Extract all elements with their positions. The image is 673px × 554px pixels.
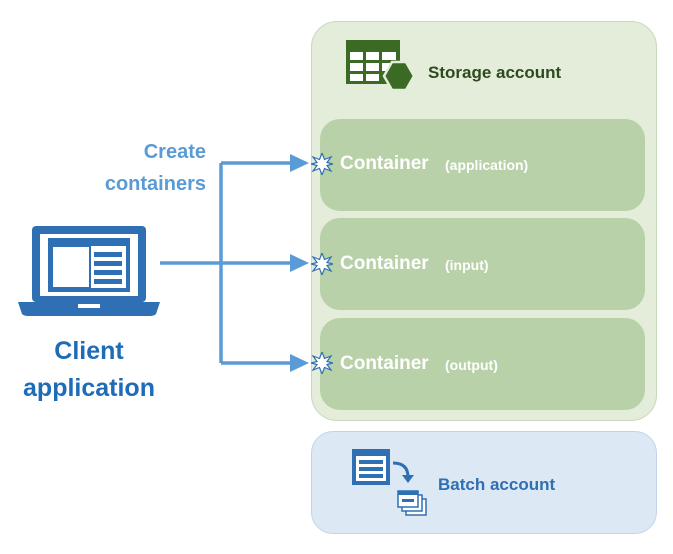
batch-account-title: Batch account [438,475,556,494]
storage-account-icon [346,40,416,92]
container-sublabel: (output) [445,357,498,373]
new-container-burst-icon [311,153,333,175]
batch-account-icon [352,449,427,516]
create-label-line2: containers [104,173,206,195]
new-container-burst-icon [311,253,333,275]
container-label: Container [340,253,429,274]
container-input[interactable] [320,218,645,310]
laptop-icon [18,226,160,316]
container-label: Container [340,153,429,174]
client-label-line2: application [23,374,155,402]
container-sublabel: (input) [445,257,489,273]
client-application-label: Client application [5,333,173,407]
container-application[interactable] [320,119,645,211]
create-containers-label: Create containers [86,136,206,200]
container-label: Container [340,353,429,374]
container-output[interactable] [320,318,645,410]
client-label-line1: Client [54,337,124,365]
create-label-line1: Create [143,141,206,163]
new-container-burst-icon [311,352,333,374]
container-sublabel: (application) [445,157,529,173]
storage-account-title: Storage account [428,63,562,82]
